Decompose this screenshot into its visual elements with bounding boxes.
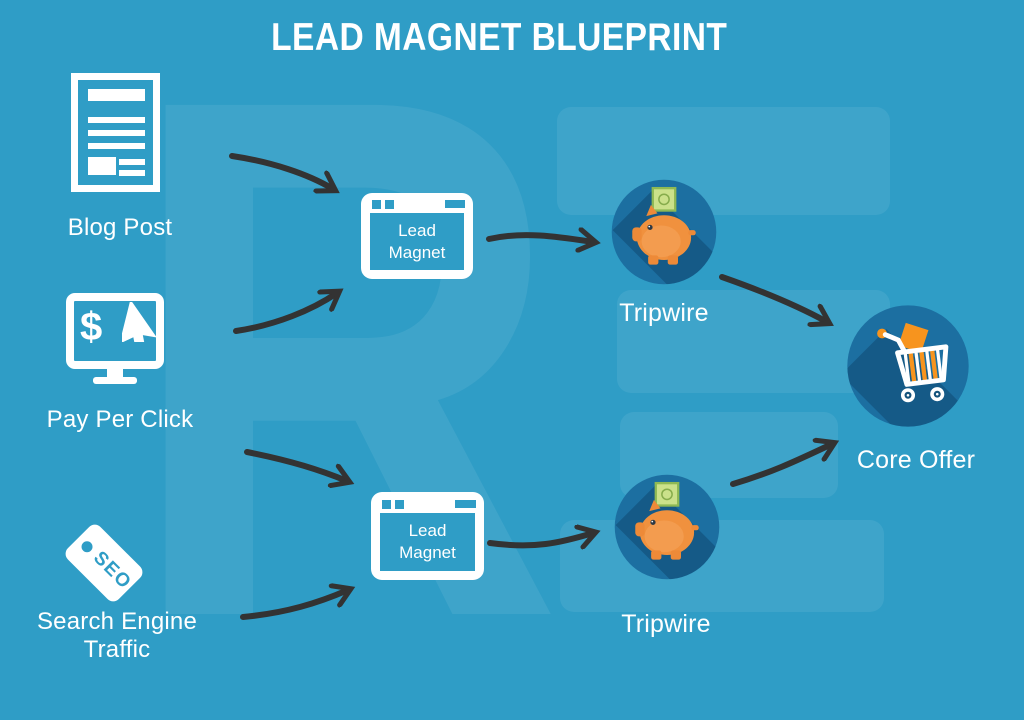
page-title: LEAD MAGNET BLUEPRINT [270,16,728,59]
seo-tag-text: SEO [89,547,136,594]
piggy-bank-icon [635,481,699,560]
lead-magnet-label-2: Lead Magnet [399,521,456,562]
document-icon [71,73,160,192]
document-line [88,117,145,123]
document-line [119,170,145,176]
seo-tag-icon: SEO [60,519,148,607]
window-content: Lead Magnet [370,213,464,270]
tag-hole [79,538,96,555]
window-content: Lead Magnet [380,513,475,571]
window-control-bar [445,200,465,208]
monitor-base [93,377,137,384]
shopping-cart-icon [877,322,949,403]
core-offer-label: Core Offer [856,446,976,474]
monitor-screen [66,293,164,369]
tripwire-label-2: Tripwire [621,610,711,638]
window-control-dot [372,200,381,209]
pay-per-click-label: Pay Per Click [46,406,194,433]
header: LEAD MAGNET BLUEPRINT [0,16,1024,60]
arrow-blogpost-to-leadmagnet1 [229,153,333,189]
tripwire-badge-1 [611,179,717,285]
window-control-dot [382,500,391,509]
document-image-block [88,157,116,175]
seo-tag-body: SEO [62,521,146,605]
arrow-tripwire2-to-coreoffer [730,444,832,487]
document-line [88,89,145,101]
lead-magnet-label-1: Lead Magnet [388,220,446,262]
arrow-ppc-to-leadmagnet1 [233,293,337,334]
core-offer-badge [847,305,969,427]
blog-post-label: Blog Post [67,214,173,241]
lead-magnet-window-1: Lead Magnet [361,193,473,279]
search-engine-traffic-label: Search Engine Traffic [36,608,198,663]
arrow-leadmagnet1-to-tripwire1 [486,235,593,242]
window-control-dot [395,500,404,509]
monitor-icon: $ [66,293,164,386]
tripwire-label-1: Tripwire [619,299,709,327]
arrow-seo-to-leadmagnet2 [240,590,348,620]
tripwire-badge-2 [614,474,720,580]
arrow-tripwire1-to-coreoffer [719,274,827,322]
window-control-bar [455,500,476,508]
lead-magnet-window-2: Lead Magnet [371,492,484,580]
cursor-icon [122,302,157,342]
document-line [88,143,145,149]
watermark-bar [557,107,890,215]
arrow-leadmagnet2-to-tripwire2 [487,533,593,545]
dollar-sign: $ [80,305,103,349]
monitor-stand [107,369,123,377]
document-line [88,130,145,136]
piggy-bank-icon [632,186,696,265]
window-control-dot [385,200,394,209]
arrow-ppc-to-leadmagnet2 [244,449,347,481]
document-line [119,159,145,165]
